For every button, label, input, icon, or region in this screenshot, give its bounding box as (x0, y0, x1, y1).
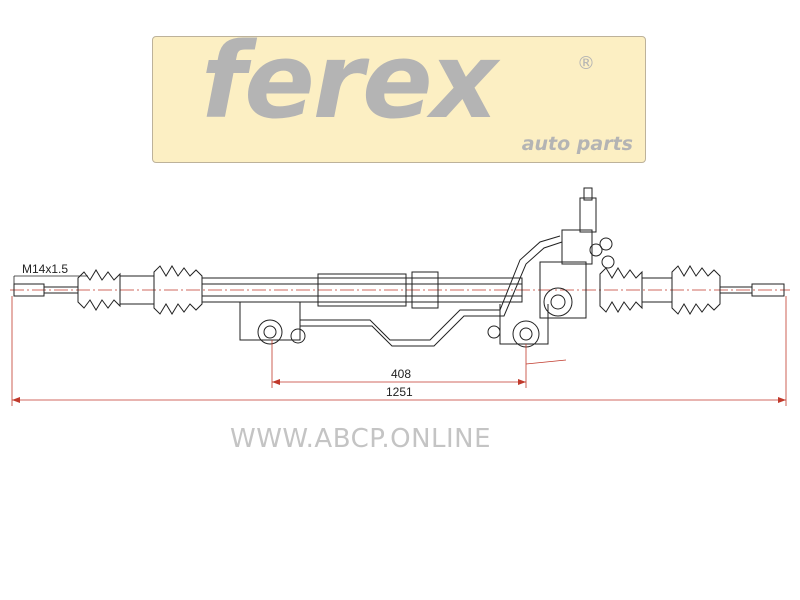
dimension-408-label: 408 (391, 367, 411, 381)
pinion-valve (539, 187, 615, 319)
right-tie-rod (720, 283, 785, 297)
rack-housing (201, 271, 523, 309)
watermark-url: WWW.ABCP.ONLINE (230, 424, 492, 454)
left-boot (77, 265, 203, 315)
right-boot (599, 265, 721, 315)
dimension-lines (11, 296, 787, 406)
logo-tagline: auto parts (521, 133, 633, 155)
hydraulic-lines (300, 235, 563, 347)
logo-wordmark: ferex (201, 20, 498, 142)
thread-leader (13, 275, 88, 284)
brand-logo: ferex ® auto parts (152, 29, 646, 163)
thread-label: M14x1.5 (22, 262, 68, 276)
dimension-arrows (12, 379, 786, 403)
steering-rack-drawing: M14x1.5 408 1251 (10, 187, 790, 406)
dimension-1251-label: 1251 (386, 385, 413, 399)
left-tie-rod (13, 283, 78, 297)
left-mount (239, 302, 306, 345)
registered-mark: ® (577, 53, 595, 74)
